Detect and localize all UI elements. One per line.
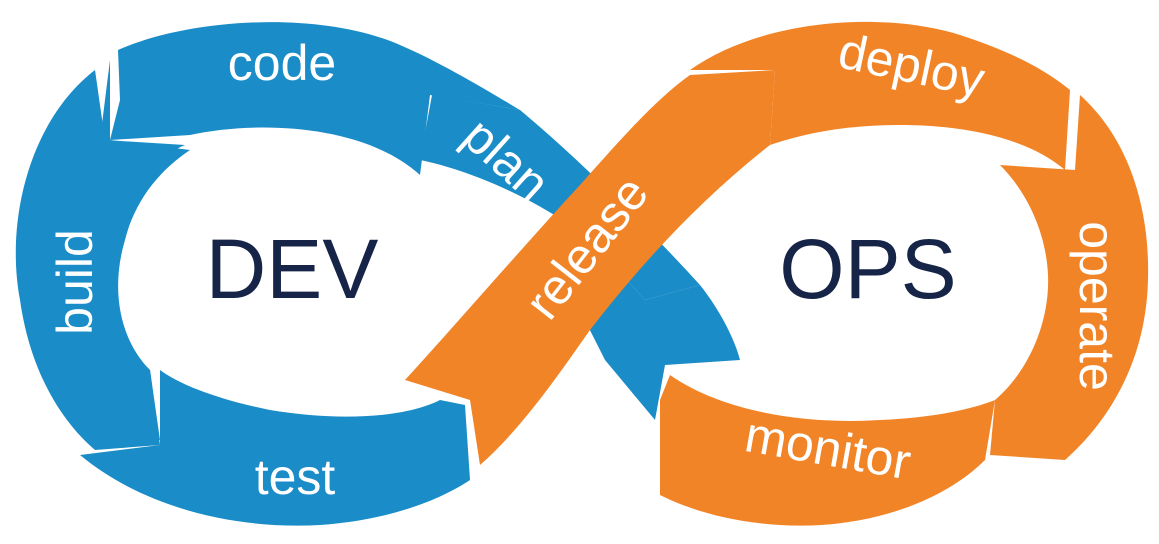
ops-segment-deploy	[690, 21, 1070, 170]
stage-label-code: code	[228, 35, 336, 91]
core-label-dev: DEV	[206, 222, 379, 316]
stage-label-build: build	[47, 229, 103, 335]
dev-segment-code	[110, 22, 520, 175]
ops-segment-operate	[990, 95, 1149, 460]
ops-segment-monitor	[660, 375, 995, 526]
stage-label-test: test	[255, 449, 336, 505]
ops-segment-release	[405, 70, 775, 465]
core-label-ops: OPS	[779, 222, 956, 316]
dev-segment-build-outer	[15, 70, 185, 450]
dev-segment-test	[80, 370, 470, 526]
stage-label-operate: operate	[1069, 221, 1125, 391]
ops-loop	[405, 21, 1149, 526]
